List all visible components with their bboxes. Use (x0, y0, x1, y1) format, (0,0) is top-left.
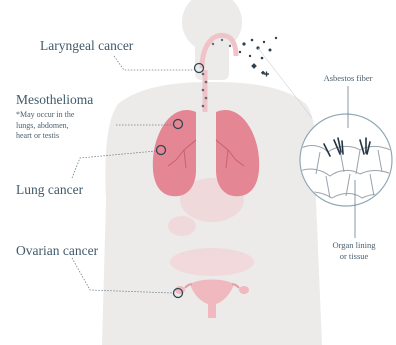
mesothelioma-note-line: *May occur in the (16, 110, 74, 121)
organ-lining-label: Organ lining or tissue (314, 240, 394, 262)
mesothelioma-note-line: lungs, abdomen, (16, 121, 74, 132)
ovarian-cancer-label: Ovarian cancer (16, 243, 98, 259)
lung-cancer-label: Lung cancer (16, 182, 83, 198)
mesothelioma-note-line: heart or testis (16, 131, 74, 142)
organ-lining-label-line: or tissue (314, 251, 394, 262)
inhaled-particles (239, 37, 277, 77)
laryngeal-cancer-label: Laryngeal cancer (40, 38, 133, 54)
mesothelioma-note: *May occur in the lungs, abdomen, heart … (16, 110, 74, 142)
asbestos-fiber-label: Asbestos fiber (312, 73, 384, 84)
mesothelioma-label: Mesothelioma (16, 92, 93, 108)
organ-lining-label-line: Organ lining (314, 240, 394, 251)
